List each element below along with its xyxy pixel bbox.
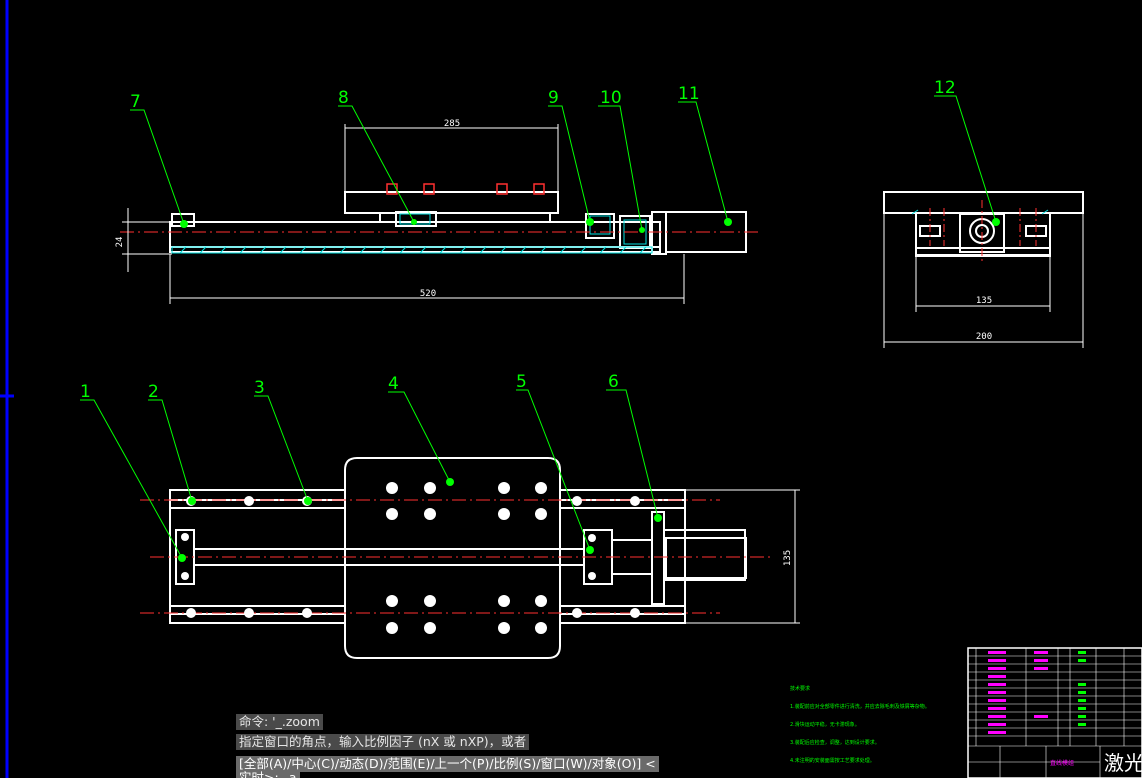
dim-top-overall-length: 520 [420, 289, 436, 299]
tech-note-heading: 技术要求 [790, 685, 810, 692]
part-number-3: 3 [254, 378, 265, 398]
part-number-10: 10 [600, 88, 622, 108]
dim-top-height: 24 [115, 237, 125, 248]
part-number-7: 7 [130, 92, 141, 112]
side-view-bolts [386, 183, 545, 195]
tech-note-4: 4.未注明的安装面需按工艺要求处理。 [790, 757, 875, 764]
dim-end-overall-width: 200 [976, 332, 992, 342]
title-block-title: 直线模组 [1050, 759, 1074, 767]
title-block: 直线模组 激光 [967, 647, 1142, 778]
crosshair-cursor [0, 0, 14, 778]
side-view-hatch [171, 213, 653, 254]
dim-top-carriage-length: 285 [444, 119, 460, 129]
tech-note-3: 3.装配后应检查，调整，达到设计要求。 [790, 739, 880, 746]
tech-note-1: 1.装配前应对全部零件进行清洗，并应去除毛刺及铁屑等杂物。 [790, 703, 930, 710]
title-block-company: 激光 [1104, 751, 1142, 775]
plan-view-dimensions [685, 489, 800, 624]
part-number-11: 11 [678, 84, 700, 104]
command-prompt-line-2[interactable]: 实时>: _a [236, 770, 300, 778]
side-view-dimensions [122, 124, 685, 304]
end-view-dimensions [883, 213, 1084, 348]
dim-end-rail-spacing: 135 [976, 296, 992, 306]
command-history-line-2: 指定窗口的角点，输入比例因子 (nX 或 nXP)，或者 [236, 734, 530, 750]
command-prompt-line-1[interactable]: [全部(A)/中心(C)/动态(D)/范围(E)/上一个(P)/比例(S)/窗口… [236, 756, 659, 772]
dim-plan-width: 135 [783, 550, 793, 566]
command-history-line-1: 命令: '_.zoom [236, 714, 323, 730]
part-number-5: 5 [516, 372, 527, 392]
technical-notes: 技术要求 1.装配前应对全部零件进行清洗，并应去除毛刺及铁屑等杂物。 2.滑块运… [790, 685, 930, 764]
part-number-2: 2 [148, 382, 159, 402]
side-view [169, 191, 747, 255]
plan-view-bolts [181, 482, 640, 634]
end-view-centerlines [929, 200, 1037, 264]
part-number-1: 1 [80, 382, 91, 402]
part-number-8: 8 [338, 88, 349, 108]
part-number-12: 12 [934, 78, 956, 98]
part-number-6: 6 [608, 372, 619, 392]
plan-view [169, 457, 747, 659]
leader-dots [178, 218, 1000, 562]
tech-note-2: 2.滑块运动平稳，无卡滞现象。 [790, 721, 860, 728]
end-view-hatch [911, 209, 1049, 215]
part-number-9: 9 [548, 88, 559, 108]
part-leaders [80, 95, 997, 559]
part-number-4: 4 [388, 374, 399, 394]
end-view [883, 191, 1084, 257]
part-number-labels: 7 8 9 10 11 12 1 2 3 4 5 6 [80, 78, 956, 402]
plan-view-centerlines [140, 499, 770, 614]
